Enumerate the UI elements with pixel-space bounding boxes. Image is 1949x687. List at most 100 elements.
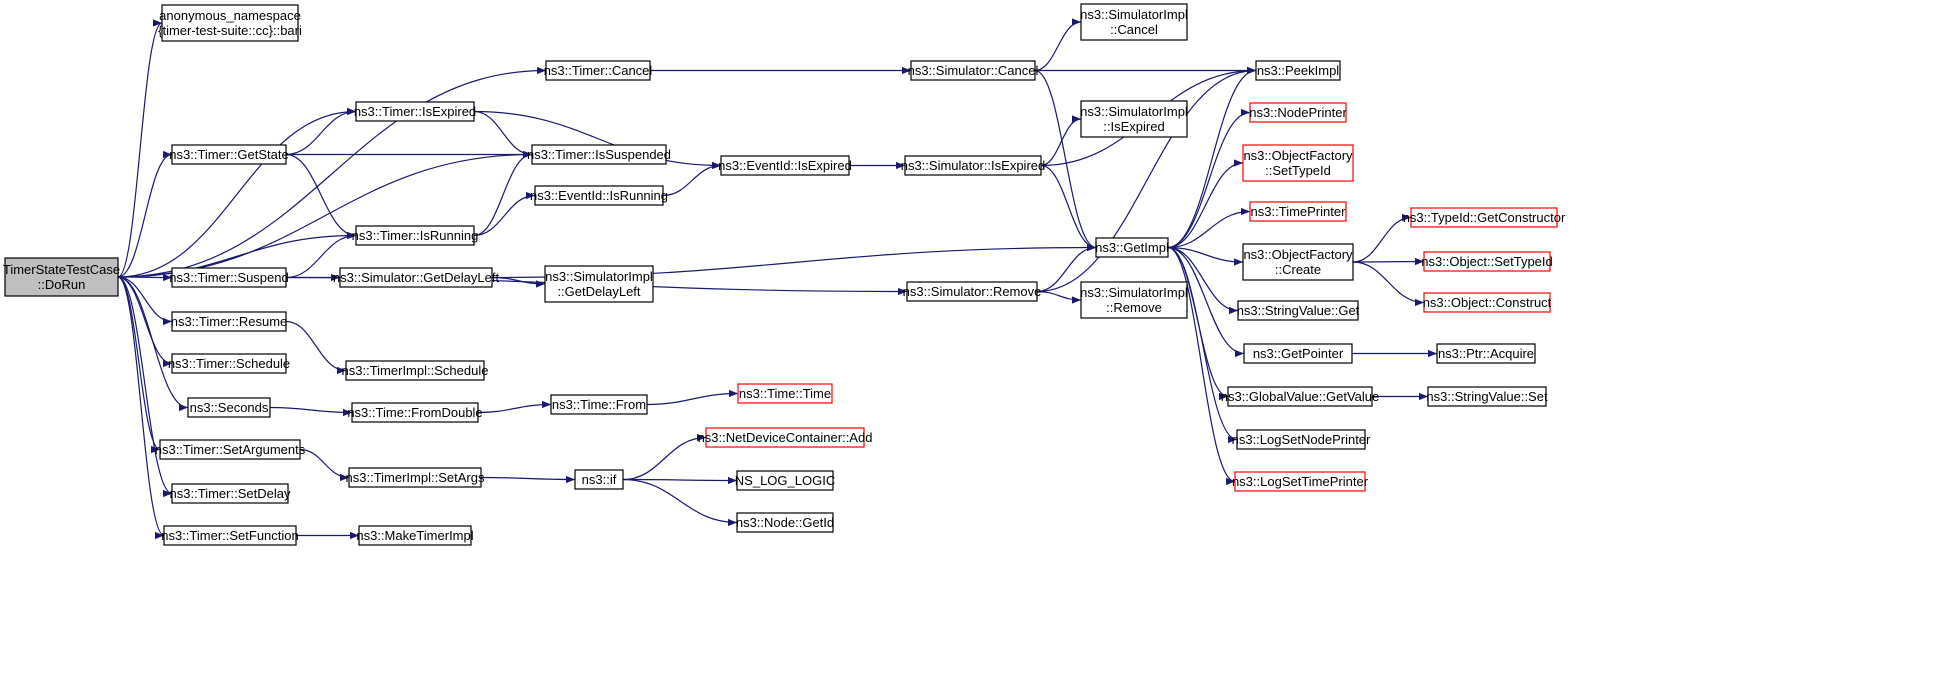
node-bari[interactable]: anonymous_namespace{timer-test-suite::cc… xyxy=(158,4,302,42)
node-netdev-add[interactable]: ns3::NetDeviceContainer::Add xyxy=(698,427,873,448)
node-simimpl-isexpired[interactable]: ns3::SimulatorImpl::IsExpired xyxy=(1080,100,1188,138)
node-label: ns3::Timer::IsSuspended xyxy=(527,147,671,162)
node-label: ns3::MakeTimerImpl xyxy=(356,528,473,543)
node-label: ::Cancel xyxy=(1110,22,1158,37)
node-label: ns3::Timer::Suspend xyxy=(169,270,288,285)
edge-timer_setarguments-to-timerimpl_setargs xyxy=(299,448,350,482)
node-box xyxy=(736,512,834,533)
node-root[interactable]: TimerStateTestCase::DoRun xyxy=(3,257,120,297)
edge-root-to-bari xyxy=(117,19,163,278)
edge-root-to-timer_resume xyxy=(117,276,173,326)
node-timer-isrunning[interactable]: ns3::Timer::IsRunning xyxy=(352,225,479,246)
node-getpointer[interactable]: ns3::GetPointer xyxy=(1243,343,1353,364)
edge-sim_cancel-to-getimpl xyxy=(1034,69,1097,252)
node-logsetnodeprinter[interactable]: ns3::LogSetNodePrinter xyxy=(1232,429,1371,450)
node-box xyxy=(1255,60,1341,81)
node-stringvalue-set[interactable]: ns3::StringValue::Set xyxy=(1426,386,1548,407)
node-time-from[interactable]: ns3::Time::From xyxy=(550,394,648,415)
node-label: ns3::if xyxy=(582,472,617,487)
edge-root-to-timer_isrunning xyxy=(117,231,357,278)
edge-getimpl-to-nodeprinter xyxy=(1167,108,1251,249)
node-label: ::SetTypeId xyxy=(1265,163,1331,178)
node-label: anonymous_namespace xyxy=(159,8,301,23)
node-simimpl-cancel[interactable]: ns3::SimulatorImpl::Cancel xyxy=(1080,3,1188,41)
node-label: ns3::Timer::Resume xyxy=(171,314,288,329)
edge-objfactory_create-to-object_settypeid xyxy=(1352,257,1425,266)
node-label: {timer-test-suite::cc}::bari xyxy=(158,23,302,38)
edge-getimpl-to-objfactory_settypeid xyxy=(1167,159,1244,249)
node-sim-remove[interactable]: ns3::Simulator::Remove xyxy=(903,281,1042,302)
node-sim-cancel[interactable]: ns3::Simulator::Cancel xyxy=(908,60,1039,81)
node-timer-cancel[interactable]: ns3::Timer::Cancel xyxy=(544,60,653,81)
edge-sim_remove-to-getimpl xyxy=(1036,243,1097,293)
node-sim-getdelayleft[interactable]: ns3::Simulator::GetDelayLeft xyxy=(333,267,500,288)
node-time-time[interactable]: ns3::Time::Time xyxy=(737,383,833,404)
node-box xyxy=(545,60,651,81)
node-objfactory-create[interactable]: ns3::ObjectFactory::Create xyxy=(1242,243,1354,281)
node-simimpl-getdelayleft[interactable]: ns3::SimulatorImpl::GetDelayLeft xyxy=(544,265,654,303)
node-label: ns3::Timer::Cancel xyxy=(544,63,653,78)
node-box xyxy=(550,394,648,415)
node-maketimerimpl[interactable]: ns3::MakeTimerImpl xyxy=(356,525,474,546)
node-box xyxy=(1249,102,1347,123)
node-timer-getstate[interactable]: ns3::Timer::GetState xyxy=(169,144,289,165)
node-timer-issuspended[interactable]: ns3::Timer::IsSuspended xyxy=(527,144,671,165)
node-box xyxy=(1236,429,1366,450)
node-box xyxy=(1080,281,1188,319)
node-simimpl-remove[interactable]: ns3::SimulatorImpl::Remove xyxy=(1080,281,1188,319)
node-eventid-isexpired[interactable]: ns3::EventId::IsExpired xyxy=(718,155,852,176)
node-timer-setarguments[interactable]: ns3::Timer::SetArguments xyxy=(155,439,306,460)
node-label: ns3::GetImpl xyxy=(1095,240,1169,255)
node-logsettimeprinter[interactable]: ns3::LogSetTimePrinter xyxy=(1232,471,1369,492)
edge-getimpl-to-timeprinter xyxy=(1167,207,1251,249)
edge-sim_isexpired-to-simimpl_isexpired xyxy=(1040,115,1082,167)
node-object-construct[interactable]: ns3::Object::Construct xyxy=(1423,292,1552,313)
node-label: ns3::NetDeviceContainer::Add xyxy=(698,430,873,445)
node-label: ns3::Object::SetTypeId xyxy=(1421,254,1553,269)
edge-objfactory_create-to-object_construct xyxy=(1352,261,1425,307)
node-ns3-if[interactable]: ns3::if xyxy=(574,469,624,490)
node-time-fromdouble[interactable]: ns3::Time::FromDouble xyxy=(347,402,483,423)
node-seconds[interactable]: ns3::Seconds xyxy=(187,397,271,418)
edge-getimpl-to-logsetnodeprinter xyxy=(1167,246,1238,444)
node-timer-setfunction[interactable]: ns3::Timer::SetFunction xyxy=(161,525,299,546)
nodes-layer: TimerStateTestCase::DoRun anonymous_names… xyxy=(3,3,1566,546)
node-peekimpl[interactable]: ns3::PeekImpl xyxy=(1255,60,1341,81)
node-label: ::GetDelayLeft xyxy=(557,284,640,299)
node-timeprinter[interactable]: ns3::TimePrinter xyxy=(1249,201,1347,222)
node-object-settypeid[interactable]: ns3::Object::SetTypeId xyxy=(1421,251,1553,272)
node-label: ::DoRun xyxy=(38,277,86,292)
node-label: ns3::EventId::IsRunning xyxy=(530,188,668,203)
node-sim-isexpired[interactable]: ns3::Simulator::IsExpired xyxy=(901,155,1046,176)
edge-getimpl-to-getpointer xyxy=(1167,246,1245,358)
node-timer-schedule[interactable]: ns3::Timer::Schedule xyxy=(168,353,290,374)
node-getimpl[interactable]: ns3::GetImpl xyxy=(1095,237,1169,258)
node-ns-log-logic[interactable]: NS_LOG_LOGIC xyxy=(735,470,835,491)
node-ptr-acquire[interactable]: ns3::Ptr::Acquire xyxy=(1436,343,1536,364)
node-timer-suspend[interactable]: ns3::Timer::Suspend xyxy=(169,267,289,288)
node-box xyxy=(163,525,297,546)
node-timer-resume[interactable]: ns3::Timer::Resume xyxy=(171,311,288,332)
node-timerimpl-setargs[interactable]: ns3::TimerImpl::SetArgs xyxy=(346,467,485,488)
edge-timer_isrunning-to-eventid_isrunning xyxy=(473,191,536,237)
node-box xyxy=(339,267,493,288)
node-nodeprinter[interactable]: ns3::NodePrinter xyxy=(1249,102,1347,123)
node-globalvalue-getvalue[interactable]: ns3::GlobalValue::GetValue xyxy=(1221,386,1380,407)
node-eventid-isrunning[interactable]: ns3::EventId::IsRunning xyxy=(530,185,668,206)
node-timer-isexpired[interactable]: ns3::Timer::IsExpired xyxy=(354,101,476,122)
edge-sim_remove-to-simimpl_remove xyxy=(1036,290,1082,304)
edge-ns3_if-to-node_getid xyxy=(622,478,738,527)
node-box xyxy=(4,257,119,297)
node-stringvalue-get[interactable]: ns3::StringValue::Get xyxy=(1237,300,1360,321)
node-box xyxy=(355,225,475,246)
node-timerimpl-schedule[interactable]: ns3::TimerImpl::Schedule xyxy=(342,360,489,381)
edge-root-to-timer_issuspended xyxy=(117,150,533,278)
node-timer-setdelay[interactable]: ns3::Timer::SetDelay xyxy=(170,483,291,504)
node-node-getid[interactable]: ns3::Node::GetId xyxy=(736,512,834,533)
node-box xyxy=(161,4,299,42)
node-label: ns3::Timer::Schedule xyxy=(168,356,290,371)
node-box xyxy=(1410,207,1558,228)
edge-timer_suspend-to-timer_isrunning xyxy=(285,231,357,279)
node-typeid-getconstructor[interactable]: ns3::TypeId::GetConstructor xyxy=(1403,207,1566,228)
node-objfactory-settypeid[interactable]: ns3::ObjectFactory::SetTypeId xyxy=(1242,144,1354,182)
